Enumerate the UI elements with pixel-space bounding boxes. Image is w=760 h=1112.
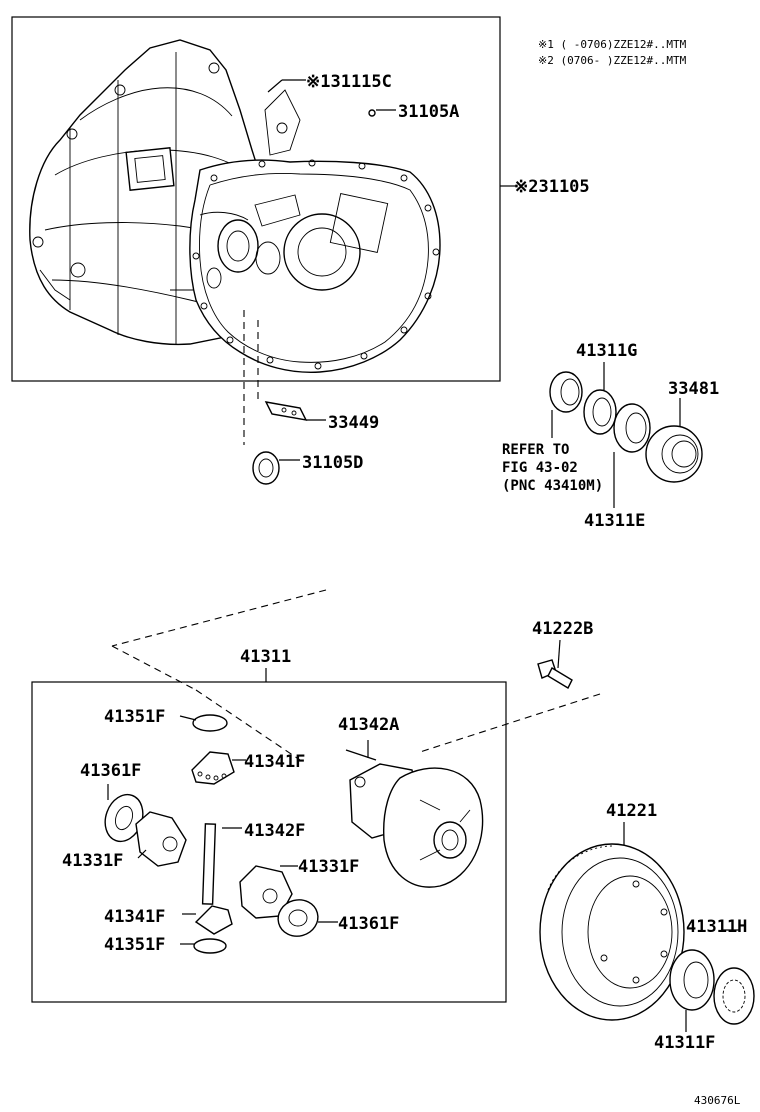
- callout-31105a: 31105A: [368, 102, 459, 122]
- label-41342f: 41342F: [244, 821, 305, 841]
- label-41311: 41311: [240, 647, 291, 667]
- label-41331f-right: 41331F: [298, 857, 359, 877]
- part-41222b[interactable]: [537, 659, 573, 689]
- part-33449[interactable]: [264, 401, 308, 421]
- label-31105d: 31105D: [302, 453, 363, 473]
- part-41311h[interactable]: [669, 949, 715, 1011]
- oil-seal[interactable]: [549, 371, 583, 413]
- part-41311g[interactable]: [583, 389, 617, 435]
- label-41342a: 41342A: [338, 715, 399, 735]
- label-41361f-right: 41361F: [338, 914, 399, 934]
- note-1: ※1 ( -0706)ZZE12#..MTM: [538, 38, 687, 51]
- label-33481: 33481: [668, 379, 719, 399]
- part-33481[interactable]: [645, 425, 703, 483]
- label-41331f-left: 41331F: [62, 851, 123, 871]
- label-41311f: 41311F: [654, 1033, 715, 1053]
- part-41341f-bot[interactable]: [194, 905, 233, 935]
- label-41222b: 41222B: [532, 619, 593, 639]
- diff-frame: [31, 681, 507, 1003]
- part-31105a[interactable]: [368, 109, 376, 117]
- figure-id: 430676L: [694, 1094, 741, 1107]
- refer-line-2[interactable]: FIG 43-02: [502, 460, 578, 476]
- label-41311g: 41311G: [576, 341, 637, 361]
- label-31115c: ※131115C: [306, 72, 392, 92]
- part-41311e[interactable]: [613, 403, 651, 453]
- callout-31105: ※231105: [500, 177, 590, 197]
- label-41361f-left: 41361F: [80, 761, 141, 781]
- label-41221: 41221: [606, 801, 657, 821]
- refer-line-1[interactable]: REFER TO: [502, 442, 569, 458]
- label-31105: ※231105: [514, 177, 590, 197]
- label-41341f-bot: 41341F: [104, 907, 165, 927]
- label-31105a: 31105A: [398, 102, 459, 122]
- part-41351f-bot[interactable]: [193, 938, 227, 954]
- note-2: ※2 (0706- )ZZE12#..MTM: [538, 54, 687, 67]
- refer-line-3[interactable]: (PNC 43410M): [502, 478, 603, 494]
- clutch-housing[interactable]: [189, 89, 441, 374]
- part-41342f[interactable]: [201, 823, 217, 905]
- part-41361f-right[interactable]: [274, 895, 322, 940]
- callout-31115c: ※131115C: [267, 72, 392, 93]
- differential-case[interactable]: [349, 763, 484, 888]
- label-41351f-top: 41351F: [104, 707, 165, 727]
- part-41331f-left[interactable]: [135, 811, 187, 867]
- case-frame: [11, 16, 501, 382]
- part-41221[interactable]: [539, 843, 685, 1021]
- label-41341f-top: 41341F: [244, 752, 305, 772]
- label-41351f-bot: 41351F: [104, 935, 165, 955]
- label-41311h: 41311H: [686, 917, 747, 937]
- part-41341f-top[interactable]: [191, 751, 235, 785]
- part-31105d[interactable]: [252, 451, 280, 485]
- label-33449: 33449: [328, 413, 379, 433]
- label-41311e: 41311E: [584, 511, 645, 531]
- part-41351f-top[interactable]: [192, 714, 228, 732]
- part-41311f[interactable]: [713, 967, 755, 1025]
